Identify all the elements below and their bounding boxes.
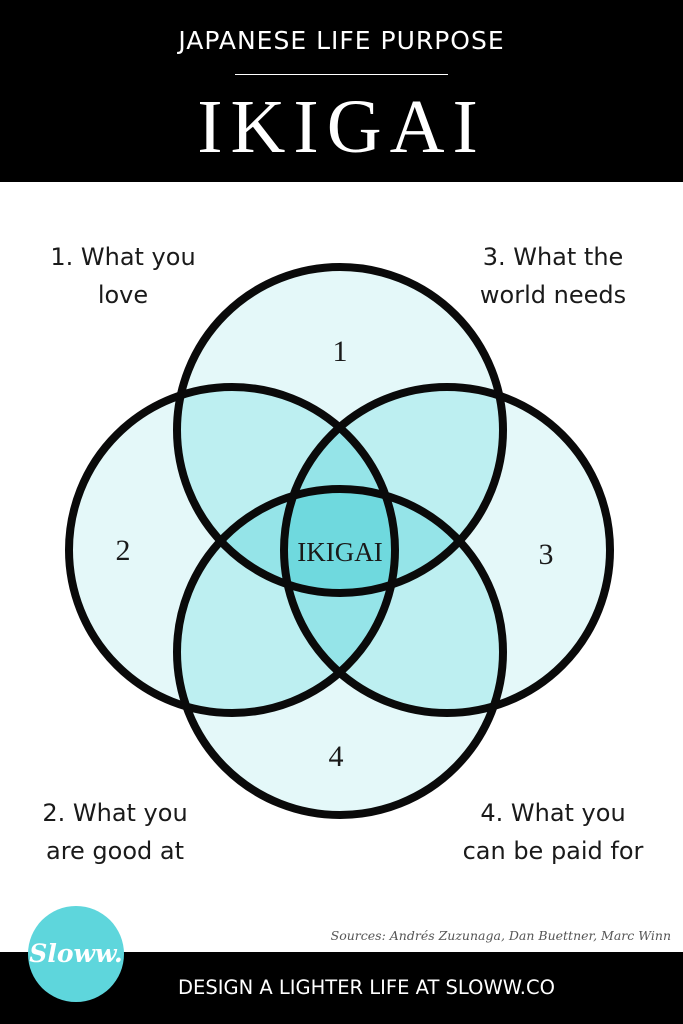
circle-4-outline	[173, 485, 507, 819]
circle-1-outline	[173, 263, 507, 597]
header-divider	[235, 74, 448, 75]
header-banner: JAPANESE LIFE PURPOSE IKIGAI	[0, 0, 683, 182]
overlap-1-2-3	[284, 387, 395, 593]
sloww-logo[interactable]: Sloww.	[28, 906, 124, 1002]
label-line: 4. What you	[480, 799, 626, 827]
circle-3-outline	[280, 383, 614, 717]
label-line: can be paid for	[462, 837, 644, 865]
label-line: 2. What you	[42, 799, 188, 827]
label-line: world needs	[479, 281, 627, 309]
venn-svg: 1 2 3 4 IKIGAI	[65, 263, 614, 819]
header-kicker: JAPANESE LIFE PURPOSE	[178, 26, 505, 55]
circle-2-number: 2	[116, 534, 131, 567]
circle-1-number: 1	[333, 335, 348, 368]
label-line: are good at	[45, 837, 185, 865]
label-what-world-needs: 3. What the world needs	[456, 238, 650, 314]
circle-4-number: 4	[329, 740, 344, 773]
label-line: 3. What the	[482, 243, 624, 271]
logo-wordmark: Sloww.	[29, 939, 123, 968]
label-what-you-love: 1. What you love	[26, 238, 220, 314]
footer-cta[interactable]: DESIGN A LIGHTER LIFE AT SLOWW.CO	[178, 976, 555, 999]
page-title: IKIGAI	[197, 85, 486, 169]
ikigai-center-label: IKIGAI	[297, 537, 382, 567]
circle-3-number: 3	[539, 538, 554, 571]
overlap-2-3-4	[284, 489, 395, 713]
label-what-you-can-be-paid-for: 4. What you can be paid for	[438, 794, 668, 870]
circle-2-outline	[65, 383, 399, 717]
label-line: 1. What you	[50, 243, 196, 271]
sources-credit: Sources: Andrés Zuzunaga, Dan Buettner, …	[330, 928, 671, 943]
label-what-you-are-good-at: 2. What you are good at	[18, 794, 212, 870]
label-line: love	[97, 281, 149, 309]
venn-diagram: 1 2 3 4 IKIGAI	[0, 182, 683, 952]
